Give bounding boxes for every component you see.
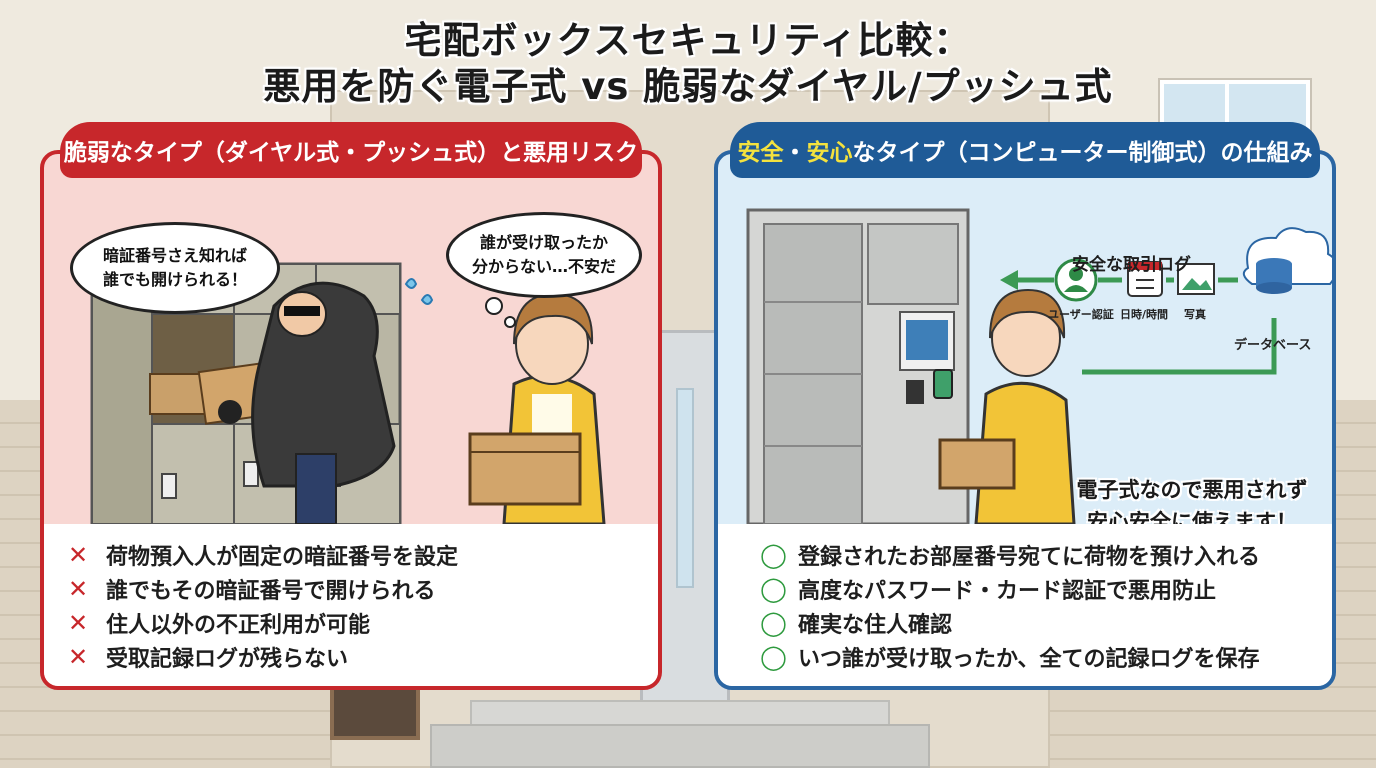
left-scene-illustration: 暗証番号さえ知れば 誰でも開けられる！ 誰が受け取ったか 分からない…不安だ <box>44 194 658 526</box>
standing-signboard <box>330 680 420 740</box>
left-panel-vulnerable: 暗証番号さえ知れば 誰でも開けられる！ 誰が受け取ったか 分からない…不安だ ✕… <box>40 150 662 690</box>
list-item-text: 誰でもその暗証番号で開けられる <box>106 579 436 604</box>
list-item: ◯ 登録されたお部屋番号宛てに荷物を預け入れる <box>760 538 1308 572</box>
cross-icon: ✕ <box>68 575 89 603</box>
cross-icon: ✕ <box>68 643 89 671</box>
title-line-1: 宅配ボックスセキュリティ比較： <box>404 19 972 62</box>
circle-check-icon: ◯ <box>760 541 787 569</box>
list-item-text: 登録されたお部屋番号宛てに荷物を預け入れる <box>798 545 1261 570</box>
photo-label: 写真 <box>1184 308 1206 321</box>
circle-check-icon: ◯ <box>760 575 787 603</box>
safety-message-line-1: 電子式なので悪用されず <box>1076 478 1308 502</box>
secure-feature-list: ◯ 登録されたお部屋番号宛てに荷物を預け入れる ◯ 高度なパスワード・カード認証… <box>718 524 1332 686</box>
electronic-locker-icon <box>746 208 970 526</box>
entrance-step <box>470 700 890 726</box>
list-item-text: 住人以外の不正利用が可能 <box>106 613 371 638</box>
list-item-text: 受取記録ログが残らない <box>106 647 349 672</box>
circle-check-icon: ◯ <box>760 609 787 637</box>
right-panel-header: 安全 ・ 安心 なタイプ（コンピューター制御式）の仕組み <box>730 122 1320 178</box>
list-item: ✕ 住人以外の不正利用が可能 <box>68 606 634 640</box>
right-scene-illustration: 安全な取引ログ ユーザー認証 日時/時間 写真 データベース 電子式なので悪用さ… <box>718 194 1332 534</box>
secure-scene-svg <box>746 208 1332 526</box>
sweat-drop-icon <box>404 278 434 305</box>
datetime-label: 日時/時間 <box>1120 308 1169 321</box>
entrance-step-lower <box>430 724 930 768</box>
right-header-highlight-1: 安全 <box>737 140 784 166</box>
list-item-text: いつ誰が受け取ったか、全ての記録ログを保存 <box>798 647 1260 672</box>
resident-thought-bubble: 誰が受け取ったか 分からない…不安だ <box>446 212 642 298</box>
cross-icon: ✕ <box>68 609 89 637</box>
page-title: 宅配ボックスセキュリティ比較： 悪用を防ぐ電子式 vs 脆弱なダイヤル/プッシュ… <box>0 18 1376 110</box>
left-header-text: 脆弱なタイプ（ダイヤル式・プッシュ式）と悪用リスク <box>63 140 639 166</box>
happy-resident-icon <box>933 288 1076 526</box>
right-header-rest: なタイプ（コンピューター制御式）の仕組み <box>852 140 1313 166</box>
worried-resident-icon <box>468 292 606 526</box>
door-glass <box>676 388 694 588</box>
resident-bubble-line-1: 誰が受け取ったか <box>479 233 608 252</box>
user-auth-label: ユーザー認証 <box>1048 308 1114 321</box>
vulnerable-risk-list: ✕ 荷物預入人が固定の暗証番号を設定 ✕ 誰でもその暗証番号で開けられる ✕ 住… <box>44 524 658 686</box>
list-item: ✕ 荷物預入人が固定の暗証番号を設定 <box>68 538 634 572</box>
title-line-2: 悪用を防ぐ電子式 vs 脆弱なダイヤル/プッシュ式 <box>263 65 1113 108</box>
user-icon <box>1054 258 1098 302</box>
circle-check-icon: ◯ <box>760 643 787 671</box>
list-item-text: 荷物預入人が固定の暗証番号を設定 <box>106 545 459 570</box>
data-flow-arrow <box>1000 270 1277 375</box>
database-icon <box>1242 227 1332 294</box>
resident-bubble-line-2: 分からない…不安だ <box>471 257 616 276</box>
secure-log-title: 安全な取引ログ <box>1072 255 1191 275</box>
database-label: データベース <box>1234 338 1312 353</box>
list-item-text: 高度なパスワード・カード認証で悪用防止 <box>798 579 1217 604</box>
list-item: ◯ 高度なパスワード・カード認証で悪用防止 <box>760 572 1308 606</box>
list-item: ✕ 受取記録ログが残らない <box>68 640 634 674</box>
hooded-thief-icon <box>218 281 396 525</box>
thief-bubble-line-1: 暗証番号さえ知れば <box>102 246 247 265</box>
list-item: ◯ いつ誰が受け取ったか、全ての記録ログを保存 <box>760 640 1308 674</box>
thief-bubble-line-2: 誰でも開けられる！ <box>102 270 247 289</box>
thief-speech-bubble: 暗証番号さえ知れば 誰でも開けられる！ <box>70 222 280 314</box>
list-item-text: 確実な住人確認 <box>798 613 953 638</box>
right-panel-secure: 安全な取引ログ ユーザー認証 日時/時間 写真 データベース 電子式なので悪用さ… <box>714 150 1336 690</box>
right-header-dot: ・ <box>783 140 807 166</box>
calendar-icon <box>1127 261 1163 297</box>
list-item: ✕ 誰でもその暗証番号で開けられる <box>68 572 634 606</box>
list-item: ◯ 確実な住人確認 <box>760 606 1308 640</box>
photo-icon <box>1177 263 1215 295</box>
right-header-highlight-2: 安心 <box>806 140 853 166</box>
left-panel-header: 脆弱なタイプ（ダイヤル式・プッシュ式）と悪用リスク <box>60 122 642 178</box>
cross-icon: ✕ <box>68 541 89 569</box>
